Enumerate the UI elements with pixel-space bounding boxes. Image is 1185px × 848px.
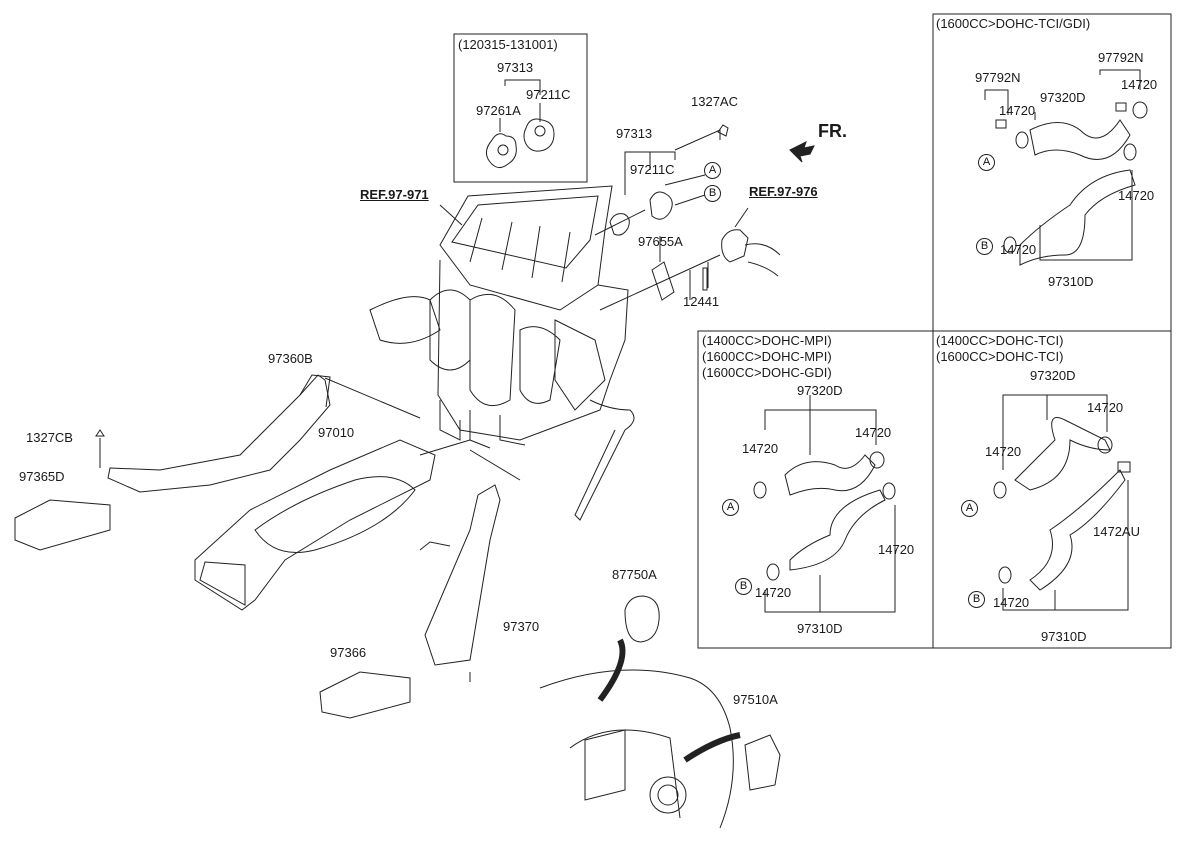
part-87750a bbox=[624, 595, 660, 643]
tci-gdi-marker-a: A bbox=[978, 154, 995, 171]
hvac-top-case bbox=[439, 185, 613, 311]
marker-a: A bbox=[704, 162, 721, 179]
tci-97320d: 97320D bbox=[1030, 368, 1076, 383]
hose-tci-gdi-lower bbox=[1019, 169, 1136, 266]
mpi-14720-bottom: 14720 bbox=[755, 585, 792, 600]
tci-gdi-14720-left: 14720 bbox=[999, 103, 1036, 118]
inset-gasket-left bbox=[486, 133, 517, 168]
mpi-header-2: (1600CC>DOHC-MPI) bbox=[702, 349, 832, 364]
mpi-14720-right: 14720 bbox=[855, 425, 892, 440]
tci-gdi-97792n-right: 97792N bbox=[1098, 50, 1144, 65]
part-97360b: 97360B bbox=[268, 351, 313, 366]
ref-97-971: REF.97-971 bbox=[360, 187, 429, 202]
mpi-marker-a: A bbox=[722, 499, 739, 516]
tray-97366 bbox=[319, 671, 411, 719]
marker-b: B bbox=[704, 185, 721, 202]
mpi-97310d: 97310D bbox=[797, 621, 843, 636]
mpi-box-frame bbox=[697, 330, 934, 649]
inset-gasket-right bbox=[523, 118, 555, 152]
front-indicator: FR. bbox=[818, 121, 847, 141]
duct-97010 bbox=[194, 439, 436, 611]
hvac-body bbox=[437, 259, 629, 441]
mpi-header-3: (1600CC>DOHC-GDI) bbox=[702, 365, 832, 380]
part-97510a: 97510A bbox=[733, 692, 778, 707]
inset-box-frame bbox=[453, 33, 588, 183]
front-arrow bbox=[789, 141, 815, 163]
part-97370: 97370 bbox=[503, 619, 540, 634]
inset-label-97211c: 97211C bbox=[526, 87, 571, 102]
tci-1472au: 1472AU bbox=[1093, 524, 1140, 539]
tci-gdi-header: (1600CC>DOHC-TCI/GDI) bbox=[936, 16, 1091, 31]
inset-header: (120315-131001) bbox=[458, 37, 558, 52]
part-97010: 97010 bbox=[318, 425, 355, 440]
part-97313: 97313 bbox=[616, 126, 653, 141]
duct-97370 bbox=[424, 484, 501, 666]
part-12441: 12441 bbox=[683, 294, 720, 309]
car-rear-outline bbox=[539, 669, 734, 829]
part-87750a: 87750A bbox=[612, 567, 657, 582]
part-97211c: 97211C bbox=[630, 162, 675, 177]
tci-gdi-97320d: 97320D bbox=[1040, 90, 1086, 105]
part-97655a: 97655A bbox=[638, 234, 683, 249]
inset-label-97313: 97313 bbox=[497, 60, 534, 75]
tci-header-1: (1400CC>DOHC-TCI) bbox=[936, 333, 1064, 348]
mpi-14720-lower-right: 14720 bbox=[878, 542, 915, 557]
tci-gdi-97310d: 97310D bbox=[1048, 274, 1094, 289]
part-97365d: 97365D bbox=[19, 469, 65, 484]
tci-97310d: 97310D bbox=[1041, 629, 1087, 644]
tci-14720-left: 14720 bbox=[985, 444, 1022, 459]
part-97510a bbox=[744, 734, 781, 791]
part-1327ac: 1327AC bbox=[691, 94, 738, 109]
tci-marker-b: B bbox=[968, 591, 985, 608]
tci-marker-a: A bbox=[961, 500, 978, 517]
tci-gdi-14720-top: 14720 bbox=[1121, 77, 1158, 92]
mpi-marker-b: B bbox=[735, 578, 752, 595]
tci-14720-top: 14720 bbox=[1087, 400, 1124, 415]
tci-gdi-14720-right: 14720 bbox=[1118, 188, 1155, 203]
mpi-header-1: (1400CC>DOHC-MPI) bbox=[702, 333, 832, 348]
tci-gdi-14720-bottom: 14720 bbox=[1000, 242, 1037, 257]
tci-gdi-marker-b: B bbox=[976, 238, 993, 255]
inset-label-97261a: 97261A bbox=[476, 103, 521, 118]
ref-97-976: REF.97-976 bbox=[749, 184, 818, 199]
duct-97360b bbox=[107, 374, 331, 493]
tci-header-2: (1600CC>DOHC-TCI) bbox=[936, 349, 1064, 364]
tci-gdi-97792n-left: 97792N bbox=[975, 70, 1021, 85]
mpi-97320d: 97320D bbox=[797, 383, 843, 398]
hose-tci-gdi-upper bbox=[1029, 119, 1131, 160]
tray-97365d bbox=[14, 499, 111, 551]
part-97366: 97366 bbox=[330, 645, 367, 660]
part-1327cb: 1327CB bbox=[26, 430, 73, 445]
tci-14720-bottom: 14720 bbox=[993, 595, 1030, 610]
mpi-14720-left: 14720 bbox=[742, 441, 779, 456]
